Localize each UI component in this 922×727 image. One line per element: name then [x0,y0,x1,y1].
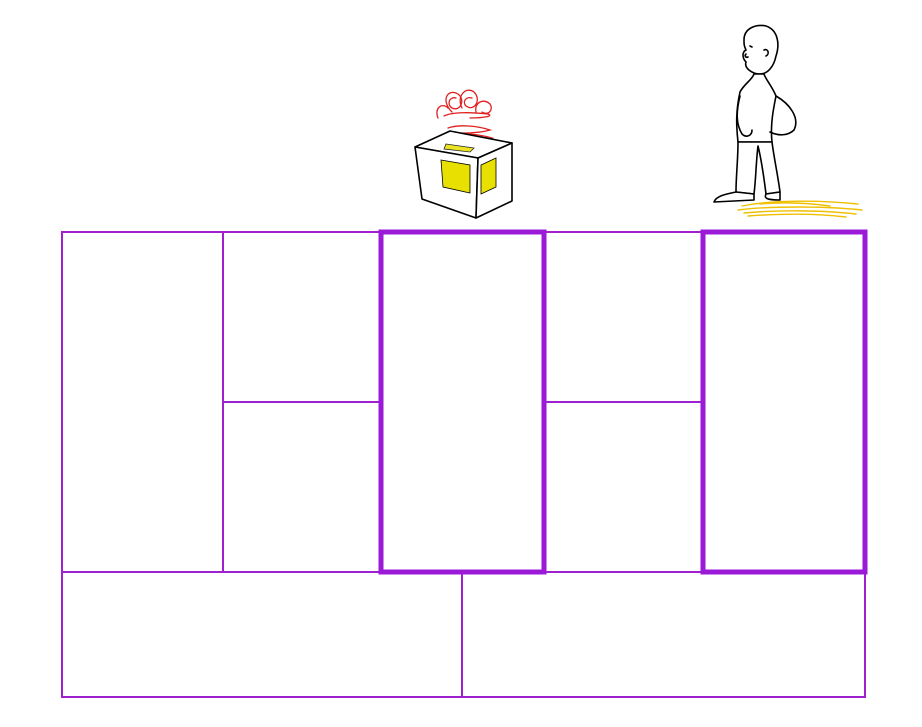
cell-channels [543,401,704,573]
cell-customer-segments [700,229,868,575]
box-lid-ribbon [443,143,475,153]
cell-customer-relationships [543,231,704,403]
person-legs [735,141,781,195]
box-panel-side [480,157,497,195]
gift-box-icon [414,89,513,219]
puddle-icon [737,200,863,218]
person-foot-left [713,191,755,203]
cell-revenue-streams [461,571,866,698]
person-icon [713,24,863,218]
cell-key-resources [222,401,382,573]
cell-key-partners [61,231,224,573]
cell-key-activities [222,231,382,403]
box-panel-front [440,159,471,194]
cell-value-propositions [378,229,547,575]
person-foot-right [764,191,781,201]
person-head [742,24,779,75]
cell-cost-structure [61,571,463,698]
canvas-grid [61,229,868,698]
